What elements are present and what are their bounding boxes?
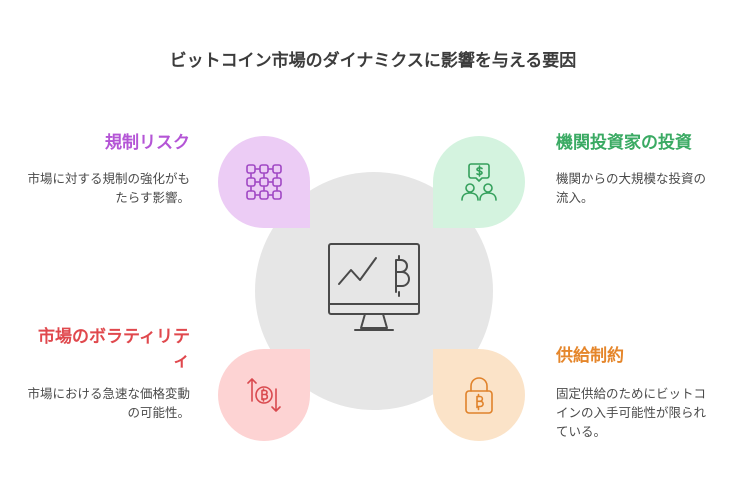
market-volatility-petal: [218, 349, 310, 441]
blockchain-grid-icon: [246, 164, 282, 200]
supply-constraints-petal: [433, 349, 525, 441]
supply-constraints-heading: 供給制約: [556, 346, 624, 366]
regulation-risk-description: 市場に対する規制の強化がもたらす影響。: [27, 171, 190, 205]
regulation-risk-petal: [218, 136, 310, 228]
regulation-risk-heading: 規制リスク: [105, 133, 190, 153]
bitcoin-lock-icon: [465, 377, 493, 414]
institutional-investment-petal: [433, 136, 525, 228]
investors-dollar-icon: [461, 163, 497, 201]
diagram-title: ビットコイン市場のダイナミクスに影響を与える要因: [169, 51, 577, 71]
institutional-investment-description: 機関からの大規模な投資の流入。: [556, 171, 707, 205]
bitcoin-exchange-arrows-icon: [247, 378, 281, 412]
market-volatility-description: 市場における急速な価格変動の可能性。: [27, 386, 190, 420]
institutional-investment-heading: 機関投資家の投資: [556, 133, 692, 153]
supply-constraints-description: 固定供給のためにビットコインの入手可能性が限られている。: [556, 386, 707, 439]
monitor-chart-bitcoin-icon: [328, 243, 420, 331]
market-volatility-heading: 市場のボラティリティ: [38, 327, 190, 371]
